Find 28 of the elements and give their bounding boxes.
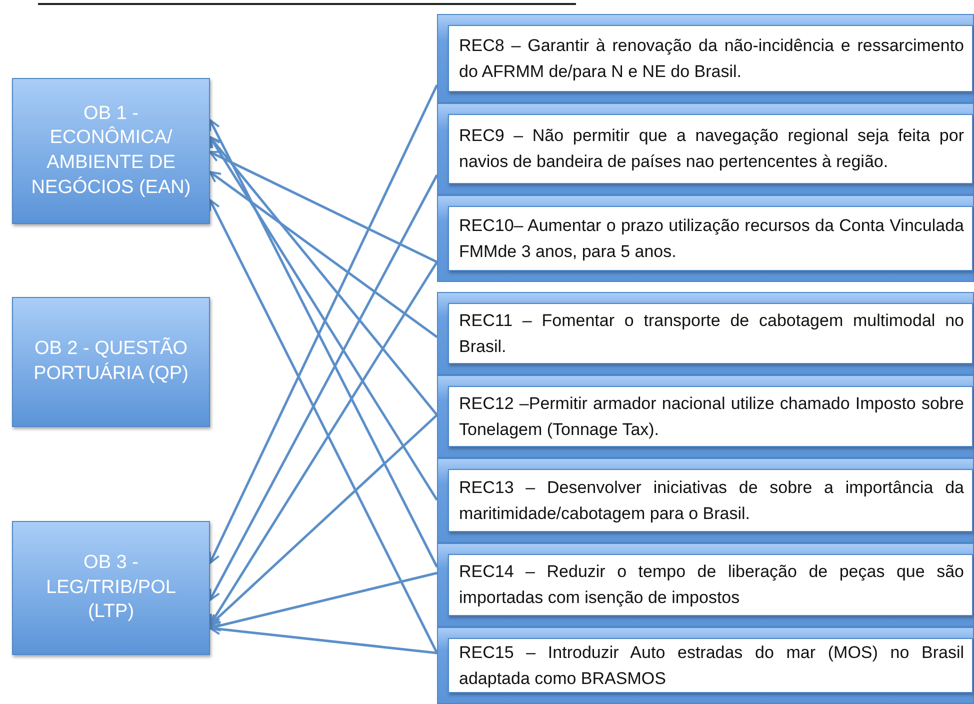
arrow <box>209 170 438 338</box>
arrow <box>208 199 438 654</box>
objective-box: OB 2 - QUESTÃO PORTUÁRIA (QP) <box>12 297 210 427</box>
recommendation-text: REC9 – Não permitir que a navegação regional seja feita por navios de bandeira de países nao pertencentes à região. <box>448 114 973 184</box>
recommendation-text: REC14 – Reduzir o tempo de liberação de peças que são importadas com isenção de impostos <box>448 554 973 616</box>
recommendation-band <box>437 375 974 458</box>
arrow <box>209 136 438 416</box>
arrow <box>208 174 438 601</box>
recommendation-text: REC11 – Fomentar o transporte de cabotagem multimodal no Brasil. <box>448 303 973 364</box>
recommendation-band <box>437 458 974 543</box>
arrow <box>209 572 438 632</box>
arrow <box>209 414 438 626</box>
recommendation-band <box>437 103 974 195</box>
recommendation-text: REC15 – Introduzir Auto estradas do mar (MOS) no Brasil adaptada como BRASMOS <box>448 638 973 693</box>
recommendation-text: REC8 – Garantir à renovação da não-incidência e ressarcimento do AFRMM de/para N e NE do Brasil. <box>448 25 973 92</box>
arrow <box>209 623 438 654</box>
recommendation-text: REC13 – Desenvolver iniciativas de sobre a importância da maritimidade/cabotagem para o Brasil. <box>448 469 973 532</box>
recommendation-text: REC10– Aumentar o prazo utilização recursos da Conta Vinculada FMMde 3 anos, para 5 anos. <box>448 206 973 271</box>
recommendation-band <box>437 195 974 282</box>
recommendation-band <box>437 14 974 103</box>
objective-box: OB 3 - LEG/TRIB/POL (LTP) <box>12 521 210 655</box>
arrow <box>208 136 438 501</box>
recommendation-band <box>437 627 974 704</box>
arrow <box>209 150 438 264</box>
recommendation-band <box>437 292 974 375</box>
recommendation-text: REC12 –Permitir armador nacional utilize chamado Imposto sobre Tonelagem (Tonnage Tax). <box>448 386 973 447</box>
recommendation-band <box>437 543 974 627</box>
objective-box: OB 1 - ECONÔMICA/ AMBIENTE DE NEGÓCIOS (EAN) <box>12 78 210 224</box>
